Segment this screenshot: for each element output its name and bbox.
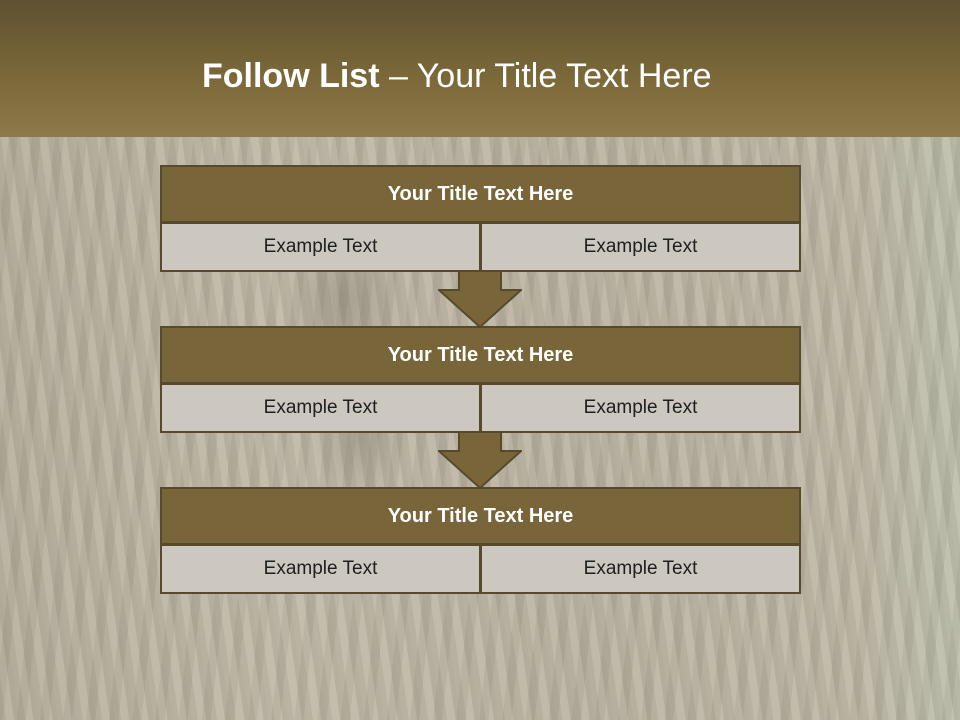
- step-block-2: Your Title Text Here Example Text Exampl…: [160, 326, 801, 433]
- step-title-3: Your Title Text Here: [160, 487, 801, 545]
- step-block-1: Your Title Text Here Example Text Exampl…: [160, 165, 801, 272]
- step-block-3: Your Title Text Here Example Text Exampl…: [160, 487, 801, 594]
- slide-title-bold: Follow List: [202, 57, 380, 95]
- step-2-left-cell: Example Text: [160, 383, 481, 433]
- step-3-right-cell: Example Text: [480, 544, 801, 594]
- slide-title: Follow List – Your Title Text Here: [0, 54, 960, 98]
- down-arrow-icon: [438, 270, 522, 328]
- step-1-left-cell: Example Text: [160, 222, 481, 272]
- slide-title-rest: – Your Title Text Here: [379, 57, 712, 95]
- step-title-1: Your Title Text Here: [160, 165, 801, 223]
- step-title-2: Your Title Text Here: [160, 326, 801, 384]
- step-2-right-cell: Example Text: [480, 383, 801, 433]
- step-1-right-cell: Example Text: [480, 222, 801, 272]
- header-band: [0, 0, 960, 137]
- step-3-left-cell: Example Text: [160, 544, 481, 594]
- down-arrow-icon: [438, 431, 522, 489]
